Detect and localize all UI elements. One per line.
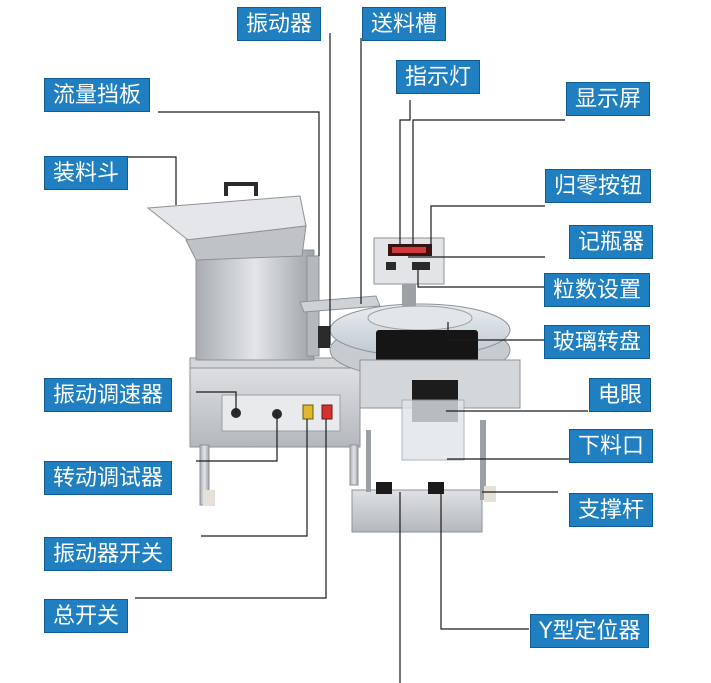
display-unit [373, 237, 445, 306]
label-support-rod: 支撑杆 [569, 493, 654, 527]
electric-eye [401, 380, 465, 461]
label-reset-button: 归零按钮 [545, 169, 652, 203]
control-panel [231, 404, 333, 420]
label-count-setting: 粒数设置 [544, 273, 651, 307]
main-cabinet [189, 357, 363, 448]
feed-chute [299, 295, 381, 348]
label-vibrator-switch: 振动器开关 [44, 537, 173, 571]
label-indicator-light: 指示灯 [396, 60, 481, 94]
label-flow-baffle: 流量挡板 [44, 78, 151, 112]
label-glass-turntable: 玻璃转盘 [544, 325, 651, 359]
label-display-screen: 显示屏 [566, 82, 651, 116]
loading-hopper [146, 182, 307, 261]
label-rotation-adjuster: 转动调试器 [44, 461, 173, 495]
vibrator-switch[interactable] [302, 404, 314, 420]
label-discharge-port: 下料口 [569, 429, 654, 463]
label-loading-hopper: 装料斗 [44, 156, 129, 190]
label-vibration-speed-controller: 振动调速器 [44, 378, 173, 412]
label-electric-eye: 电眼 [589, 378, 652, 412]
leader-lines [128, 33, 588, 683]
label-vibrator: 振动器 [237, 7, 322, 41]
cabinet-legs [199, 444, 359, 506]
hopper-housing [195, 249, 320, 361]
label-main-switch: 总开关 [44, 599, 129, 633]
label-y-positioner: Y型定位器 [530, 614, 650, 648]
main-switch[interactable] [321, 404, 333, 420]
label-feed-chute: 送料槽 [362, 7, 447, 41]
y-positioner-stand [351, 420, 496, 533]
label-bottle-counter: 记瓶器 [569, 225, 654, 259]
